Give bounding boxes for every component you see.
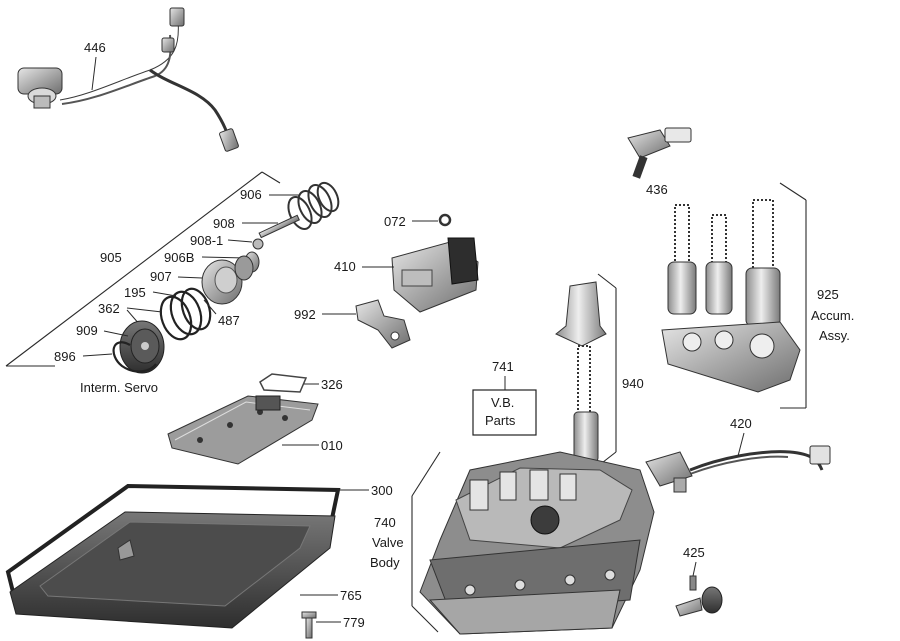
label-925: 925 <box>817 287 839 302</box>
label-779: 779 <box>343 615 365 630</box>
label-908-1: 908-1 <box>190 233 223 248</box>
nut-072 <box>438 213 452 227</box>
label-741: 741 <box>492 359 514 374</box>
label-425: 425 <box>683 545 705 560</box>
accum-line2: Assy. <box>819 328 850 343</box>
label-740: 740 <box>374 515 396 530</box>
label-326: 326 <box>321 377 343 392</box>
leader-487 <box>203 299 217 315</box>
accumulator-springs <box>674 199 774 271</box>
label-906b: 906B <box>164 250 194 265</box>
snap-ring-896 <box>112 341 157 373</box>
label-940: 940 <box>622 376 644 391</box>
leader-907 <box>177 276 203 279</box>
accumulator-pistons <box>667 261 781 327</box>
label-362: 362 <box>98 301 120 316</box>
accum-line1: Accum. <box>811 308 854 323</box>
oil-pan-765 <box>9 511 336 629</box>
piston-907 <box>201 255 254 305</box>
switch-410 <box>391 237 479 313</box>
pin-908 <box>258 214 300 239</box>
label-436: 436 <box>646 182 668 197</box>
servo-cover-909 <box>119 320 165 374</box>
label-909: 909 <box>76 323 98 338</box>
leader-195 <box>152 291 177 297</box>
label-992: 992 <box>294 307 316 322</box>
label-410: 410 <box>334 259 356 274</box>
valve-body-740 <box>419 451 655 635</box>
label-765: 765 <box>340 588 362 603</box>
leader-908-1 <box>227 239 253 243</box>
label-420: 420 <box>730 416 752 431</box>
accumulator-body <box>661 321 801 393</box>
valve-line1: Valve <box>372 535 404 550</box>
gasket-326 <box>259 373 308 393</box>
label-907: 907 <box>150 269 172 284</box>
bracket-940 <box>597 273 617 467</box>
bracket-925 <box>779 182 807 409</box>
label-908: 908 <box>213 216 235 231</box>
leader-896 <box>82 353 113 357</box>
label-487: 487 <box>218 313 240 328</box>
label-195: 195 <box>124 285 146 300</box>
label-446: 446 <box>84 40 106 55</box>
label-896: 896 <box>54 349 76 364</box>
bracket-905 <box>5 171 281 367</box>
part-425 <box>675 575 723 617</box>
washer-908-1 <box>252 238 264 250</box>
label-300: 300 <box>371 483 393 498</box>
harness-446 <box>17 7 239 152</box>
valve-940 <box>555 281 607 463</box>
harness-420 <box>645 445 831 493</box>
label-010: 010 <box>321 438 343 453</box>
plate-010 <box>167 395 319 465</box>
vb-line2: Parts <box>485 413 516 428</box>
leader-425 <box>692 561 697 577</box>
label-072: 072 <box>384 214 406 229</box>
sensor-436 <box>627 127 692 179</box>
valve-line2: Body <box>370 555 400 570</box>
leader-420 <box>737 432 745 457</box>
bracket-992 <box>355 299 411 349</box>
vb-line1: V.B. <box>491 395 514 410</box>
spring-906 <box>287 181 340 230</box>
servo-caption: Interm. Servo <box>80 380 158 395</box>
label-905: 905 <box>100 250 122 265</box>
vb-parts-box <box>472 389 537 436</box>
label-906: 906 <box>240 187 262 202</box>
bolt-779 <box>301 611 317 639</box>
leader-446 <box>91 56 97 91</box>
bracket-740 <box>411 451 441 633</box>
leader-362a <box>126 307 163 313</box>
leader-909 <box>103 330 129 337</box>
